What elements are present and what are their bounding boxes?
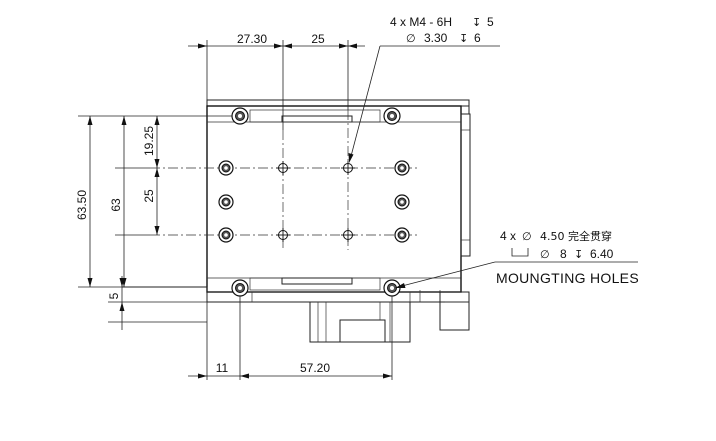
- depth-icon: ↧: [472, 16, 481, 29]
- callout-threaded-line1-b: 5: [487, 15, 494, 29]
- threaded-hole: [276, 228, 290, 242]
- diameter-icon: ∅: [522, 230, 532, 243]
- mounting-hole: [231, 107, 249, 125]
- right-foot: [439, 291, 470, 331]
- dim-top-mid: 25: [311, 32, 325, 46]
- callout-threaded-line1-a: 4 x M4 - 6H: [390, 15, 452, 29]
- diameter-icon: ∅: [406, 32, 416, 45]
- counterbored-hole: [394, 194, 410, 210]
- dim-bottom-left: 11: [216, 361, 229, 375]
- mounting-holes-label: MOUNGTING HOLES: [496, 270, 639, 286]
- mounting-hole: [231, 279, 249, 297]
- right-side-block: [460, 113, 471, 257]
- callout-threaded-line2-b: 6: [474, 31, 481, 45]
- callout-threaded: 4 x M4 - 6H ↧ 5 ∅ 3.30 ↧ 6: [348, 15, 500, 163]
- dim-left-bottom: 5: [107, 292, 121, 299]
- callout-mounting-line2-a: 8: [560, 247, 567, 261]
- callout-mounting-line1-b: 4.50 完全贯穿: [540, 229, 612, 243]
- dim-top-left: 27.30: [237, 32, 267, 46]
- bottom-knob: [309, 301, 411, 343]
- mounting-hole: [383, 107, 401, 125]
- bottom-dimensions: 11 57.20: [188, 296, 393, 380]
- counterbored-hole: [218, 227, 234, 243]
- callout-mounting-line1-a: 4 x: [500, 229, 516, 243]
- center-lines: [150, 110, 420, 250]
- depth-icon: ↧: [459, 32, 468, 45]
- callout-mounting-line2-b: 6.40: [590, 247, 614, 261]
- threaded-holes: [276, 161, 355, 242]
- depth-icon: ↧: [574, 248, 583, 261]
- top-rail: [206, 99, 470, 107]
- main-plate: [206, 105, 462, 293]
- dim-bottom-span: 57.20: [300, 361, 330, 375]
- dim-left-inner: 63: [109, 198, 123, 212]
- threaded-hole: [341, 161, 355, 175]
- top-slot-dark: [281, 115, 353, 123]
- top-dimensions: 27.30 25: [188, 32, 365, 130]
- counterbored-hole: [218, 194, 234, 210]
- counterbored-holes: [218, 160, 410, 243]
- counterbored-hole: [218, 160, 234, 176]
- threaded-hole: [276, 161, 290, 175]
- dim-left-outer: 63.50: [75, 190, 89, 220]
- mounting-holes: [231, 107, 401, 297]
- left-dimensions: 63.50 63 19.25 25 5: [75, 115, 232, 330]
- diameter-icon: ∅: [540, 248, 550, 261]
- stage-body: [122, 99, 471, 343]
- counterbored-hole: [394, 227, 410, 243]
- bottom-slot-dark: [281, 277, 353, 285]
- counterbored-hole: [394, 160, 410, 176]
- dim-left-pitch: 25: [142, 189, 156, 203]
- callout-threaded-line2-a: 3.30: [424, 31, 448, 45]
- counterbore-icon: [511, 248, 529, 257]
- callout-mounting: 4 x ∅ 4.50 完全贯穿 ∅ 8 ↧ 6.40 MOUNGTING HOL…: [395, 229, 639, 288]
- dim-left-top-offset: 19.25: [142, 126, 156, 156]
- threaded-hole: [341, 228, 355, 242]
